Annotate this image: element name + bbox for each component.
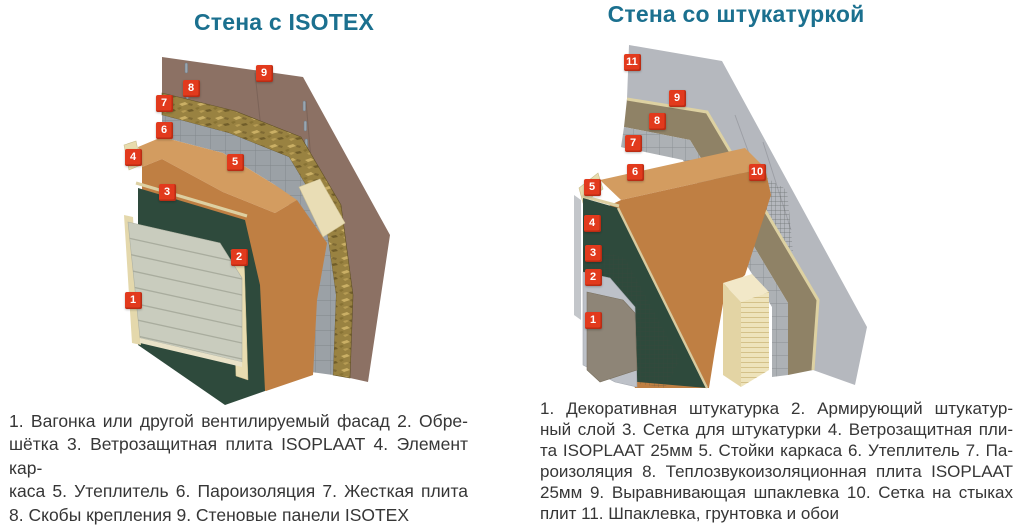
layer-marker-1: 1: [584, 311, 602, 329]
layer-marker-3: 3: [584, 244, 602, 262]
left-figure-title: Стена с ISOTEX: [193, 9, 375, 35]
layer-marker-10: 10: [748, 163, 766, 181]
layer-marker-6: 6: [155, 121, 173, 139]
plaster-wall-illustration: [574, 45, 867, 389]
caption-line: плит 11. Шпаклевка, грунтовка и обои: [540, 504, 839, 523]
caption-line: шётка 3. Ветрозащитная плита ISOPLAAT 4.…: [9, 434, 468, 478]
isotex-wall-panel-layer: [162, 57, 390, 382]
caption-line: 1. Вагонка или другой вентилируемый фаса…: [9, 411, 468, 431]
left-frame-strip: [124, 215, 141, 345]
layer-marker-8: 8: [182, 79, 200, 97]
insulation-top-face: [138, 137, 297, 213]
frame-stud-column: [723, 274, 769, 387]
layer-marker-5: 5: [226, 153, 244, 171]
green-top-edge-strip: [135, 181, 248, 218]
layer-marker-3: 3: [158, 183, 176, 201]
layer-marker-4: 4: [124, 148, 142, 166]
layer-marker-5: 5: [583, 178, 601, 196]
left-edge-sliver: [574, 195, 581, 320]
caption-line: 25мм 9. Выравнивающая шпаклевка 10. Сетк…: [540, 483, 1013, 502]
layer-marker-11: 11: [623, 53, 641, 71]
caption-line: 8. Скобы крепления 9. Стеновые панели IS…: [9, 504, 410, 525]
right-caption: 1. Декоративная штукатурка 2. Армирующий…: [540, 398, 1013, 524]
vapor-barrier-grid: [162, 115, 336, 375]
green-right-edge-strip: [616, 207, 709, 389]
caption-line: 1. Декоративная штукатурка 2. Армирующий…: [540, 399, 1013, 418]
layer-marker-7: 7: [624, 134, 642, 152]
left-caption: 1. Вагонка или другой вентилируемый фаса…: [9, 410, 468, 527]
right-figure-title: Стена со штукатуркой: [607, 1, 865, 27]
caption-line: роизоляция 8. Теплозвукоизоляционная пли…: [540, 462, 1013, 481]
caption-line: каса 5. Утеплитель 6. Пароизоляция 7. Же…: [9, 481, 468, 502]
frame-cut-wedge: [298, 178, 346, 238]
insulation-top-face: [600, 148, 765, 200]
layer-marker-7: 7: [155, 94, 173, 112]
layer-marker-9: 9: [668, 89, 686, 107]
layer-marker-1: 1: [124, 291, 142, 309]
layer-marker-2: 2: [230, 248, 248, 266]
caption-line: ный слой 3. Сетка для штукатурки 4. Ветр…: [540, 420, 1013, 439]
siding-bottom-edge: [140, 338, 242, 367]
layer-marker-8: 8: [648, 112, 666, 130]
green-top-edge-strip: [581, 194, 620, 208]
layer-marker-9: 9: [255, 64, 273, 82]
layer-marker-6: 6: [626, 163, 644, 181]
layer-marker-4: 4: [583, 214, 601, 232]
caption-line: та ISOPLAAT 25мм 5. Стойки каркаса 6. Ут…: [540, 441, 1013, 460]
layer-marker-2: 2: [584, 268, 602, 286]
wallpaper-panel-layer: [627, 45, 867, 385]
